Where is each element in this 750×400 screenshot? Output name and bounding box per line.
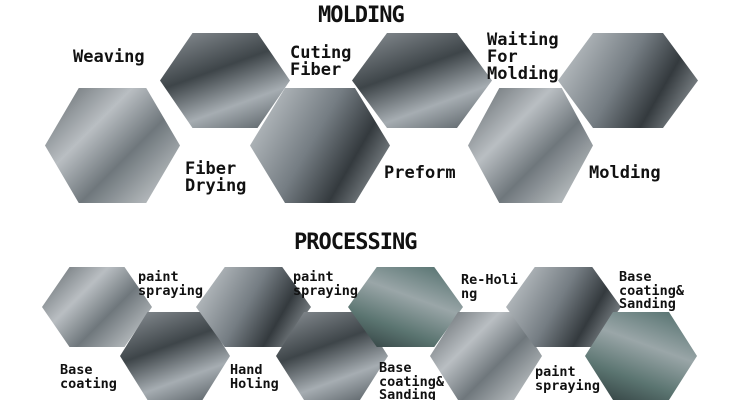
processing-title: PROCESSING (294, 230, 417, 255)
label-weaving: Weaving (73, 47, 145, 67)
photo-base-coating-sanding-2 (585, 312, 697, 400)
label-cuting-fiber: Cuting Fiber (290, 43, 352, 80)
photo-waiting-for-molding (468, 88, 593, 203)
photo-base-coating (42, 267, 152, 347)
photo-preform (352, 33, 492, 128)
photo-weaving (45, 88, 180, 203)
photo-cutting-fiber (250, 88, 390, 203)
label-hand-holing: Hand Holing (230, 362, 279, 392)
label-paint-spraying-3: paint spraying (535, 364, 601, 394)
label-paint-spraying-2: paint spraying (293, 269, 359, 299)
molding-title: MOLDING (318, 3, 405, 28)
label-waiting-for-molding: Waiting For Molding (487, 30, 559, 84)
label-fiber-drying: Fiber Drying (185, 159, 247, 196)
label-re-holing: Re-Holi ng (461, 272, 518, 302)
label-base-coating: Base coating (60, 362, 117, 392)
label-molding: Molding (589, 163, 661, 183)
label-preform: Preform (384, 163, 456, 183)
label-base-coating-sanding-2: Base coating& Sanding (379, 360, 445, 400)
photo-molding (558, 33, 698, 128)
label-paint-spraying-1: paint spraying (138, 269, 204, 299)
label-base-coating-sanding-1: Base coating& Sanding (619, 269, 685, 312)
